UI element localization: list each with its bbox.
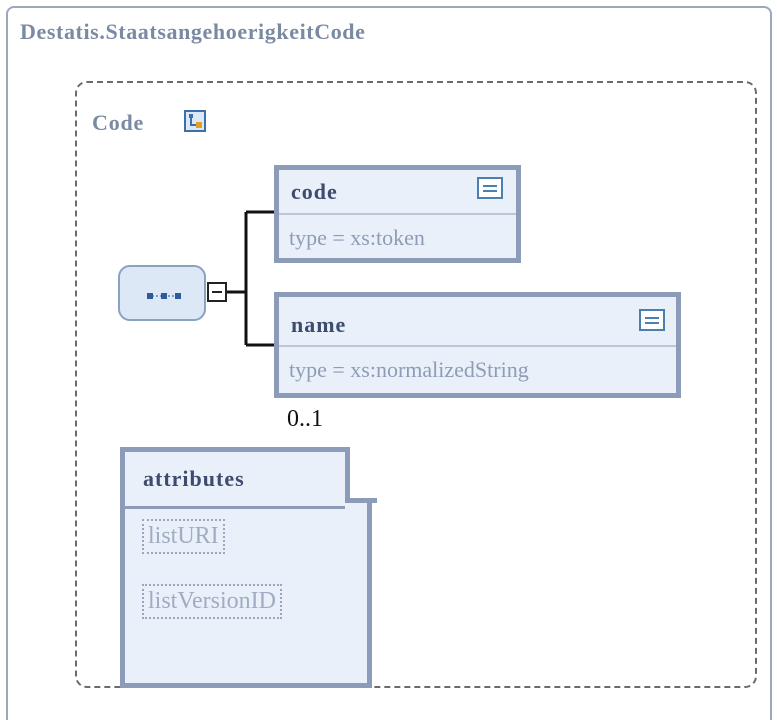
element-header (279, 297, 676, 347)
attribute-item[interactable]: listVersionID (142, 584, 282, 619)
documentation-icon[interactable] (639, 309, 665, 331)
attributes-box[interactable]: attributes listURI listVersionID (120, 447, 377, 688)
attributes-notch (345, 447, 377, 503)
documentation-icon[interactable] (477, 177, 503, 199)
complex-type-icon (184, 110, 206, 132)
group-container (75, 81, 757, 688)
element-type: type = xs:normalizedString (289, 357, 529, 382)
complex-type-title: Destatis.StaatsangehoerigkeitCode (20, 19, 366, 44)
element-name-label: name (291, 312, 347, 337)
sequence-icon (147, 293, 181, 299)
sequence-compositor[interactable] (118, 265, 206, 321)
group-name: Code (92, 110, 145, 135)
attributes-header (125, 452, 345, 509)
multiplicity-label: 0..1 (287, 406, 323, 432)
element-type: type = xs:token (289, 225, 425, 250)
attribute-item[interactable]: listURI (142, 519, 225, 554)
collapse-minus-icon[interactable] (207, 282, 227, 302)
element-header (279, 170, 516, 215)
element-name[interactable]: name type = xs:normalizedString (274, 292, 681, 398)
element-code[interactable]: code type = xs:token (274, 165, 521, 263)
attributes-title: attributes (143, 466, 245, 491)
element-name: code (291, 179, 338, 204)
